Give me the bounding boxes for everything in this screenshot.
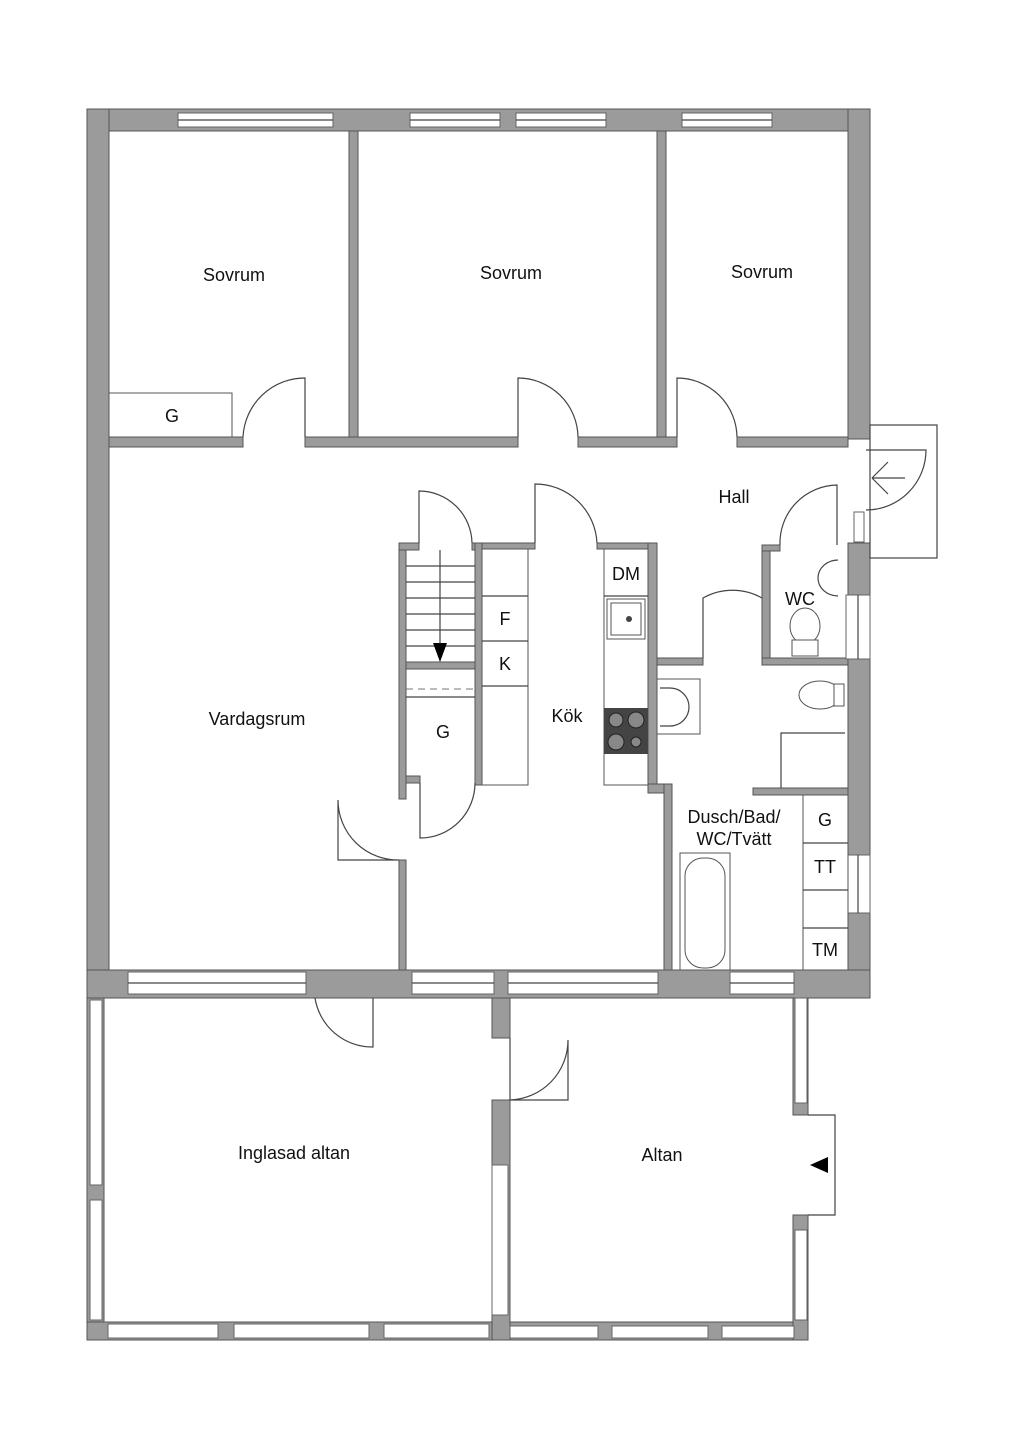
label-kitchen: Kök	[551, 706, 583, 726]
bathtub-icon	[684, 857, 726, 969]
label-bedroom-2: Sovrum	[480, 263, 542, 283]
wc-basin-icon	[817, 559, 839, 597]
entrance-arrow-icon	[810, 461, 905, 1173]
room-labels: Sovrum Sovrum Sovrum G Hall WC DM F K Kö…	[165, 262, 838, 1165]
label-terrace: Altan	[641, 1145, 682, 1165]
stove-icon	[604, 708, 648, 754]
label-washer: TM	[812, 940, 838, 960]
label-bedroom-closet: G	[165, 406, 179, 426]
fixtures	[108, 392, 849, 971]
windows	[89, 112, 871, 1339]
toilet-icon	[789, 607, 821, 645]
label-bedroom-1: Sovrum	[203, 265, 265, 285]
stair-arrow-icon	[433, 643, 447, 662]
staircase	[406, 550, 475, 698]
label-bedroom-3: Sovrum	[731, 262, 793, 282]
label-cooler: K	[499, 654, 511, 674]
doors[interactable]	[242, 377, 938, 1216]
label-bathroom-line1: Dusch/Bad/	[687, 807, 780, 827]
label-bath-closet: G	[818, 810, 832, 830]
label-hall: Hall	[718, 487, 749, 507]
label-wc: WC	[785, 589, 815, 609]
label-glazed-terrace: Inglasad altan	[238, 1143, 350, 1163]
label-living-room: Vardagsrum	[209, 709, 306, 729]
label-fridge: F	[500, 609, 511, 629]
label-stair-closet: G	[436, 722, 450, 742]
label-dishwasher: DM	[612, 564, 640, 584]
label-bathroom-line2: WC/Tvätt	[697, 829, 772, 849]
walls	[86, 108, 871, 1341]
label-dryer: TT	[814, 857, 836, 877]
washbasin-icon	[660, 687, 690, 727]
